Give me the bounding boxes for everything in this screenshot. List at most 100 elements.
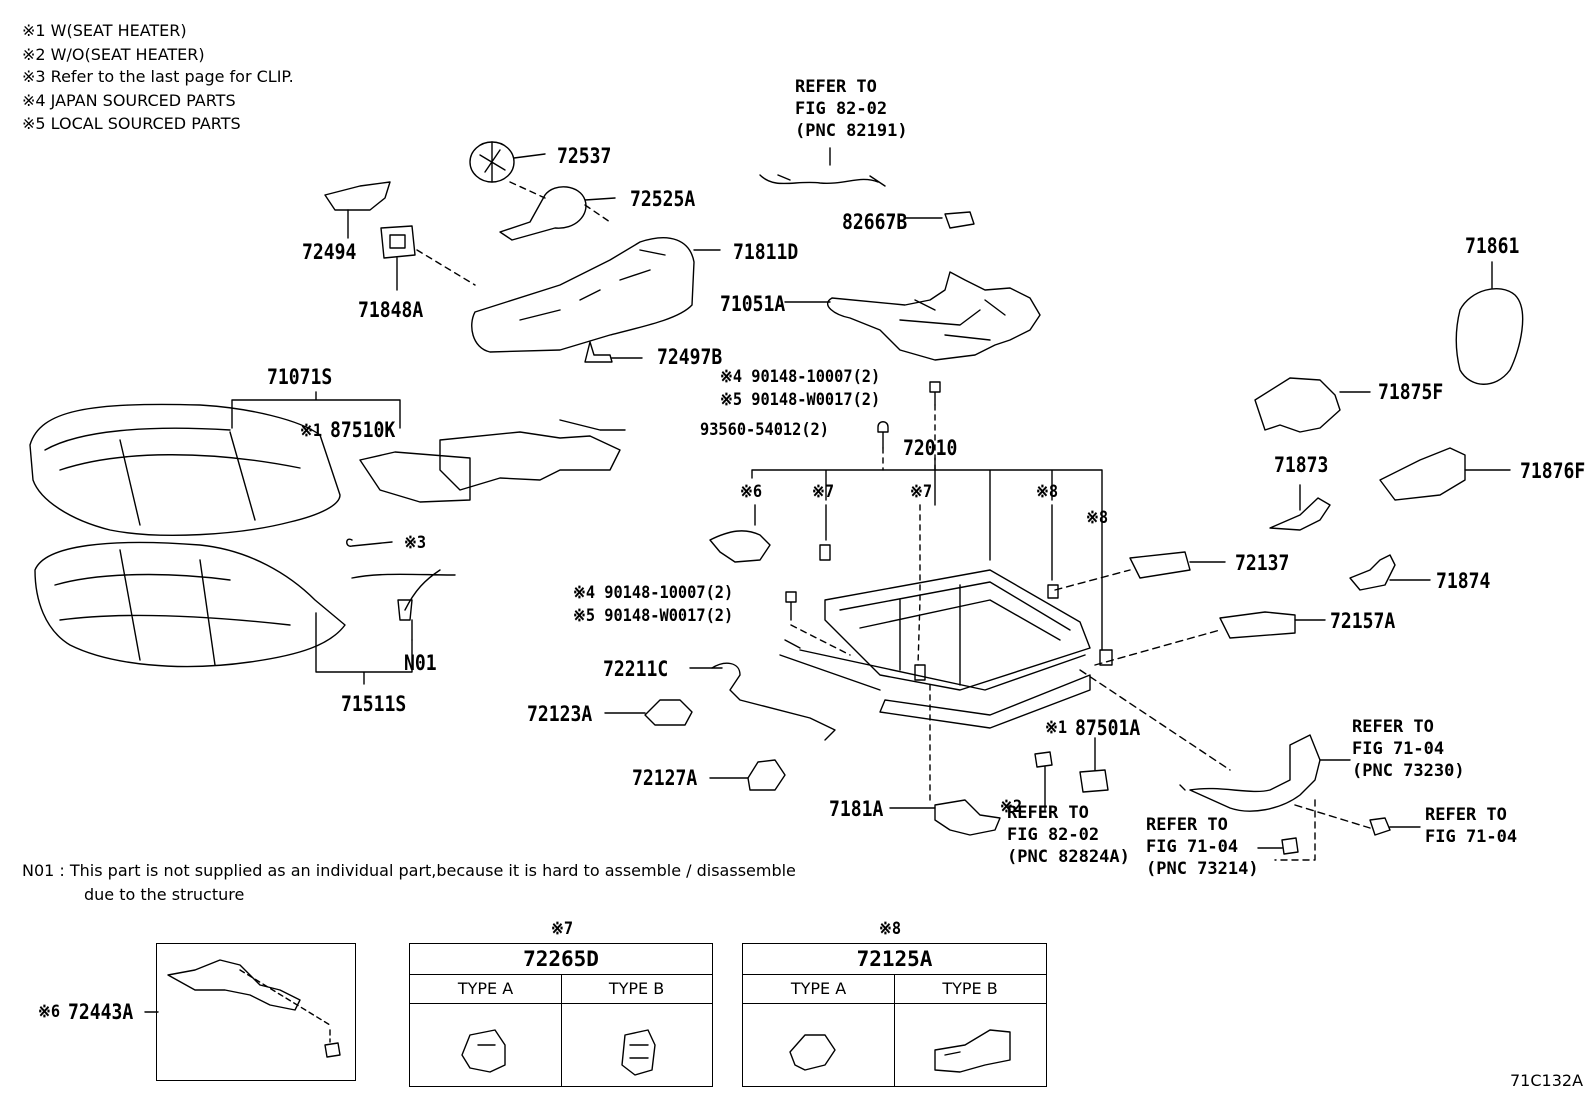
- harness-82191-shape: [759, 147, 886, 187]
- mark-8b: ※8: [1086, 508, 1109, 528]
- table-72125A-typeA: TYPE A: [743, 975, 894, 1004]
- refer-82191-line2: FIG 82-02: [795, 99, 888, 119]
- label-82667B: 82667B: [842, 210, 908, 234]
- table-72265D-typeA: TYPE A: [410, 975, 561, 1004]
- part-72127A-shape: [747, 759, 786, 791]
- label-71051A: 71051A: [720, 292, 786, 316]
- part-87501A-shape: [1079, 769, 1109, 793]
- seat-frame-shape: [779, 569, 1091, 729]
- refer-82824A-line1: REFER TO: [1007, 803, 1089, 823]
- mark-6: ※6: [740, 482, 763, 502]
- refer-73214-line1: REFER TO: [1146, 815, 1228, 835]
- bolt-label-2: 93560-54012(2): [700, 420, 829, 440]
- part-72137-shape: [1129, 551, 1191, 579]
- part-72157A-shape: [1219, 611, 1296, 639]
- part-72211C-shape: [711, 662, 836, 741]
- label-N01: N01: [404, 651, 437, 675]
- bracket-72010: [751, 457, 1103, 651]
- part-71876F-shape: [1379, 447, 1466, 501]
- part-71874-shape: [1349, 554, 1396, 591]
- label-72123A: 72123A: [527, 702, 593, 726]
- clip-72125A-typeB-shape: [934, 1029, 1011, 1073]
- refer-82824A-line2: FIG 82-02: [1007, 825, 1100, 845]
- label-87501A: 87501A: [1075, 716, 1141, 740]
- buckle-shape: [1189, 734, 1321, 812]
- lumbar-frame-shape: [784, 271, 1041, 361]
- mark-3: ※3: [404, 533, 427, 553]
- label-7181A: 7181A: [829, 797, 884, 821]
- label-72537: 72537: [557, 144, 612, 168]
- label-72157A: 72157A: [1330, 609, 1396, 633]
- table-72125A-typeB: TYPE B: [894, 975, 1046, 1004]
- label-71071S: 71071S: [267, 365, 333, 389]
- heater-mat-shape: [359, 431, 621, 503]
- side-shield-shape: [471, 237, 695, 353]
- clip-72265D-typeB-shape: [621, 1029, 656, 1076]
- refer-73214-line3: (PNC 73214): [1146, 859, 1259, 879]
- refer-nut: REFER TO FIG 71-04: [1425, 804, 1517, 848]
- label-71848A: 71848A: [358, 298, 424, 322]
- table-72125A-title: 72125A: [743, 944, 1046, 975]
- refer-73214-line2: FIG 71-04: [1146, 837, 1239, 857]
- bolt-label-3b: ※5 90148-W0017(2): [573, 606, 734, 626]
- table-72265D-typeB: TYPE B: [561, 975, 712, 1004]
- mark-7a: ※7: [812, 482, 835, 502]
- part-72123A-shape: [644, 699, 693, 726]
- label-72211C: 72211C: [603, 657, 669, 681]
- part-82667B-shape: [904, 211, 975, 229]
- label-72497B: 72497B: [657, 345, 723, 369]
- label-72010: 72010: [903, 436, 958, 460]
- part-72494-shape: [324, 181, 391, 211]
- clip-line: [346, 538, 393, 547]
- inset-72443A-box: [156, 943, 356, 1081]
- note-1: ※1 W(SEAT HEATER): [22, 21, 187, 40]
- refer-82824A-line3: (PNC 82824A): [1007, 847, 1130, 867]
- label-71876F: 71876F: [1520, 459, 1586, 483]
- note-2: ※2 W/O(SEAT HEATER): [22, 45, 205, 64]
- refer-73230-line1: REFER TO: [1352, 717, 1434, 737]
- mark-8a: ※8: [1036, 482, 1059, 502]
- label-72443A: 72443A: [68, 1000, 134, 1024]
- table-72265D: 72265D TYPE A TYPE B: [409, 943, 713, 1087]
- mark-2: ※2: [1000, 797, 1023, 817]
- part-71848A-shape: [380, 225, 416, 259]
- knob-shape: [469, 141, 546, 183]
- note-4: ※4 JAPAN SOURCED PARTS: [22, 91, 236, 110]
- label-87510K: 87510K: [330, 418, 396, 442]
- table-72265D-divider: [561, 975, 562, 1086]
- table7-mark: ※7: [551, 919, 574, 939]
- clip-72125A-typeA-shape: [789, 1034, 836, 1071]
- refer-nut-line1: REFER TO: [1425, 805, 1507, 825]
- label-71875F: 71875F: [1378, 380, 1444, 404]
- harness-part6-shape: [709, 530, 771, 563]
- refer-73214: REFER TO FIG 71-04 (PNC 73214): [1146, 814, 1259, 880]
- label-71861: 71861: [1465, 234, 1520, 258]
- label-72525A: 72525A: [630, 187, 696, 211]
- refer-nut-line2: FIG 71-04: [1425, 827, 1518, 847]
- label-71511S: 71511S: [341, 692, 407, 716]
- refer-73230: REFER TO FIG 71-04 (PNC 73230): [1352, 716, 1465, 782]
- label-72137: 72137: [1235, 551, 1290, 575]
- label-71811D: 71811D: [733, 240, 799, 264]
- label-72127A: 72127A: [632, 766, 698, 790]
- inset-72443A-shape: [167, 959, 301, 1011]
- part-71861-shape: [1455, 287, 1524, 385]
- table-72265D-title: 72265D: [410, 944, 712, 975]
- mark-87501A: ※1: [1045, 718, 1068, 738]
- table8-mark: ※8: [879, 919, 902, 939]
- seat-pad-shape: [34, 541, 346, 668]
- note-5: ※5 LOCAL SOURCED PARTS: [22, 114, 241, 133]
- bolt-label-1a: ※4 90148-10007(2): [720, 367, 881, 387]
- bracket-71511S: [315, 612, 413, 685]
- refer-73230-line2: FIG 71-04: [1352, 739, 1445, 759]
- part-7181A-shape: [934, 799, 1001, 836]
- part-71875F-shape: [1254, 377, 1341, 433]
- label-71873: 71873: [1274, 453, 1329, 477]
- note-3: ※3 Refer to the last page for CLIP.: [22, 67, 294, 86]
- refer-73230-line3: (PNC 73230): [1352, 761, 1465, 781]
- part-82824A-shape: [1034, 751, 1053, 768]
- inset-mark-6: ※6: [38, 1002, 61, 1022]
- table-72125A-divider: [894, 975, 895, 1086]
- label-71874: 71874: [1436, 569, 1491, 593]
